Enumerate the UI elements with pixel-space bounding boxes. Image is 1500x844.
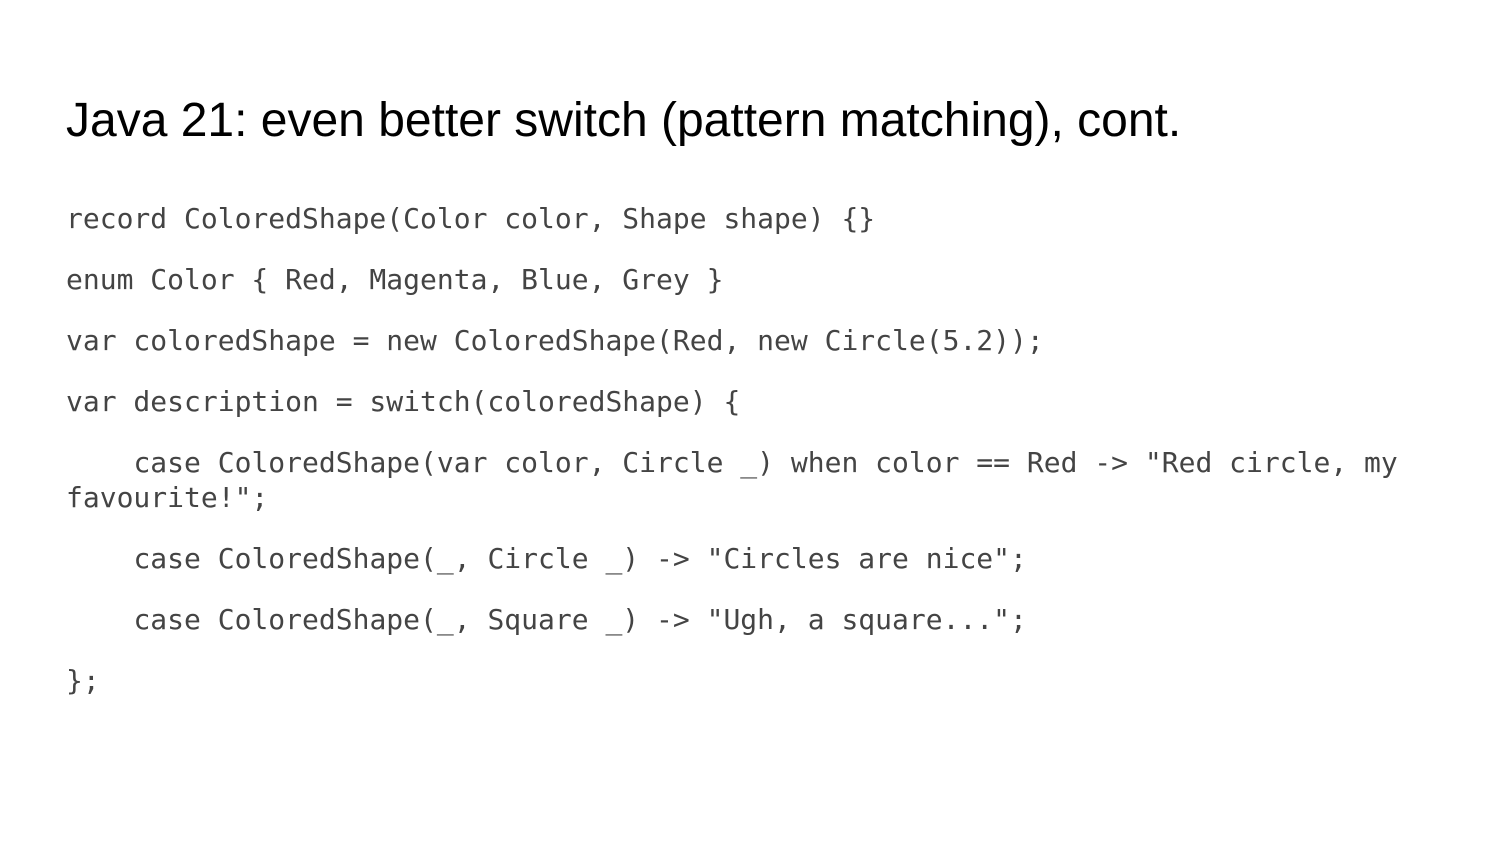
code-line-case-red-circle: case ColoredShape(var color, Circle _) w…	[66, 446, 1415, 514]
code-block: record ColoredShape(Color color, Shape s…	[66, 201, 1456, 724]
code-line-switch-start: var description = switch(coloredShape) {	[66, 385, 741, 418]
code-line-case-square: case ColoredShape(_, Square _) -> "Ugh, …	[66, 603, 1027, 636]
code-line-case-circle: case ColoredShape(_, Circle _) -> "Circl…	[66, 542, 1027, 575]
code-line-record: record ColoredShape(Color color, Shape s…	[66, 202, 876, 235]
slide-title: Java 21: even better switch (pattern mat…	[66, 94, 1182, 147]
code-line-var-colored-shape: var coloredShape = new ColoredShape(Red,…	[66, 324, 1044, 357]
code-line-switch-end: };	[66, 664, 100, 697]
code-line-enum: enum Color { Red, Magenta, Blue, Grey }	[66, 263, 724, 296]
